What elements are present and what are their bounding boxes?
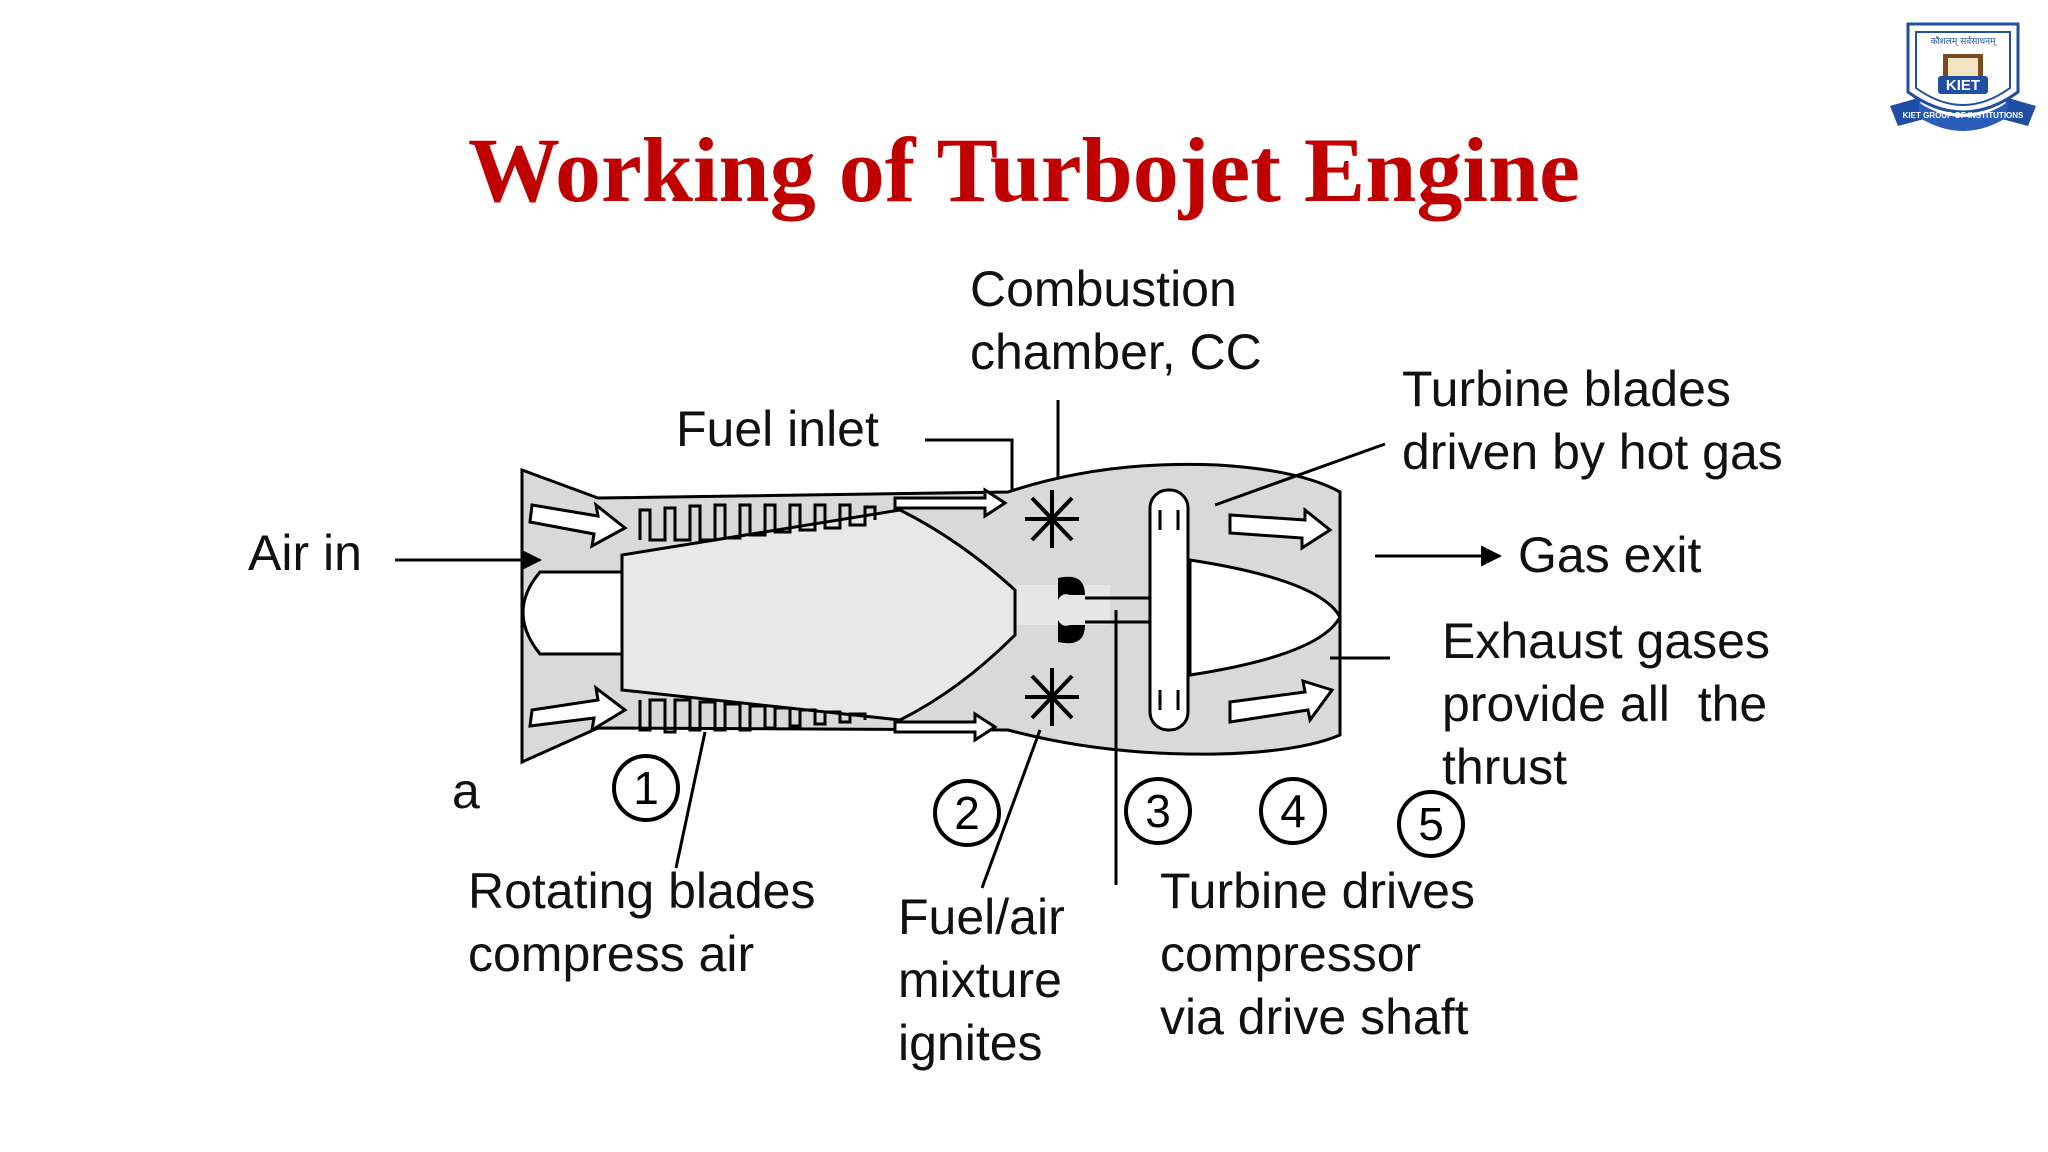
rotating-label-line2: compress air (468, 926, 755, 982)
fuelair-label-line3: ignites (898, 1015, 1043, 1071)
stage-marker-3 (1124, 777, 1192, 845)
fuelair-label-line2: mixture (898, 952, 1062, 1008)
fuel-nozzle-top (1058, 576, 1085, 600)
logo-ring-text: KIET GROUP OF INSTITUTIONS (1903, 111, 2024, 120)
stage-number-5: 5 (1418, 798, 1444, 850)
fuel-inlet-leader (925, 438, 1014, 490)
fuelair-label-line1: Fuel/air (898, 889, 1065, 945)
turbine-blades-label-line1: Turbine blades (1402, 361, 1731, 417)
logo-motto: कौशलम् सर्वसाधनम् (1930, 35, 1997, 47)
turbine-disk (1148, 488, 1190, 732)
stage-marker-1 (612, 754, 680, 822)
rotating-leader (674, 731, 707, 869)
fuel-air-label: Fuel/air mixture ignites (898, 886, 1065, 1075)
fuel-inlet-label: Fuel inlet (676, 401, 879, 457)
turbine-blades-leader (1214, 442, 1386, 507)
cc-arrow-top (893, 487, 1008, 519)
compressor-core (620, 508, 1017, 722)
spark-icon-bottom (1025, 668, 1079, 726)
stage-number-4: 4 (1280, 785, 1306, 837)
cc-arrow-bottom (893, 711, 998, 743)
combustion-label-line1: Combustion (970, 261, 1237, 317)
panel-letter: a (452, 763, 480, 819)
stage-number-3: 3 (1145, 785, 1171, 837)
intake-arrow-bottom (528, 684, 628, 733)
exhaust-label-line1: Exhaust gases (1442, 613, 1770, 669)
turbine-drives-label: Turbine drives compressor via drive shaf… (1160, 860, 1475, 1049)
gas-exit-label: Gas exit (1518, 527, 1702, 583)
exhaust-label-line2: provide all the (1442, 676, 1768, 732)
intake-arrow-top (528, 501, 628, 549)
turbine-blade-bottom (1158, 690, 1180, 710)
nose-cone (521, 570, 624, 656)
kiet-crest-icon (1890, 22, 2036, 131)
rotating-blades-label: Rotating blades compress air (468, 860, 815, 986)
exhaust-arrow-bottom (1228, 678, 1335, 724)
combustion-label-line2: chamber, CC (970, 324, 1262, 380)
turbine-blade-top (1158, 510, 1180, 530)
exhaust-arrow-top (1228, 506, 1333, 551)
stage-marker-5 (1397, 790, 1465, 858)
exhaust-label: Exhaust gases provide all the thrust (1442, 610, 1770, 799)
compressor-blades-top (638, 503, 877, 542)
stage-number-2: 2 (954, 787, 980, 839)
compressor-blades-bottom (638, 698, 867, 734)
kiet-logo: कौशलम् सर्वसाधनम् KIET KIET GROUP OF INS… (1890, 22, 2036, 131)
turbine-drives-line3: via drive shaft (1160, 989, 1469, 1045)
stage-marker-4 (1259, 777, 1327, 845)
fuelair-leader (980, 729, 1042, 889)
tail-cone (1188, 558, 1342, 677)
exhaust-label-line3: thrust (1442, 739, 1568, 795)
stage-marker-2 (933, 779, 1001, 847)
fuel-nozzle-bottom (1058, 620, 1085, 644)
turbine-blades-label: Turbine blades driven by hot gas (1402, 358, 1783, 484)
rotating-label-line1: Rotating blades (468, 863, 816, 919)
turbine-blades-label-line2: driven by hot gas (1402, 424, 1783, 480)
air-in-label: Air in (248, 525, 362, 581)
spark-icon-top (1025, 490, 1079, 548)
combustion-label: Combustion chamber, CC (970, 258, 1262, 384)
turbine-drives-line2: compressor (1160, 926, 1422, 982)
stage-number-1: 1 (633, 762, 659, 814)
logo-badge: KIET (1946, 77, 1980, 94)
page-title: Working of Turbojet Engine (468, 119, 1580, 221)
turbine-drives-line1: Turbine drives (1160, 863, 1475, 919)
